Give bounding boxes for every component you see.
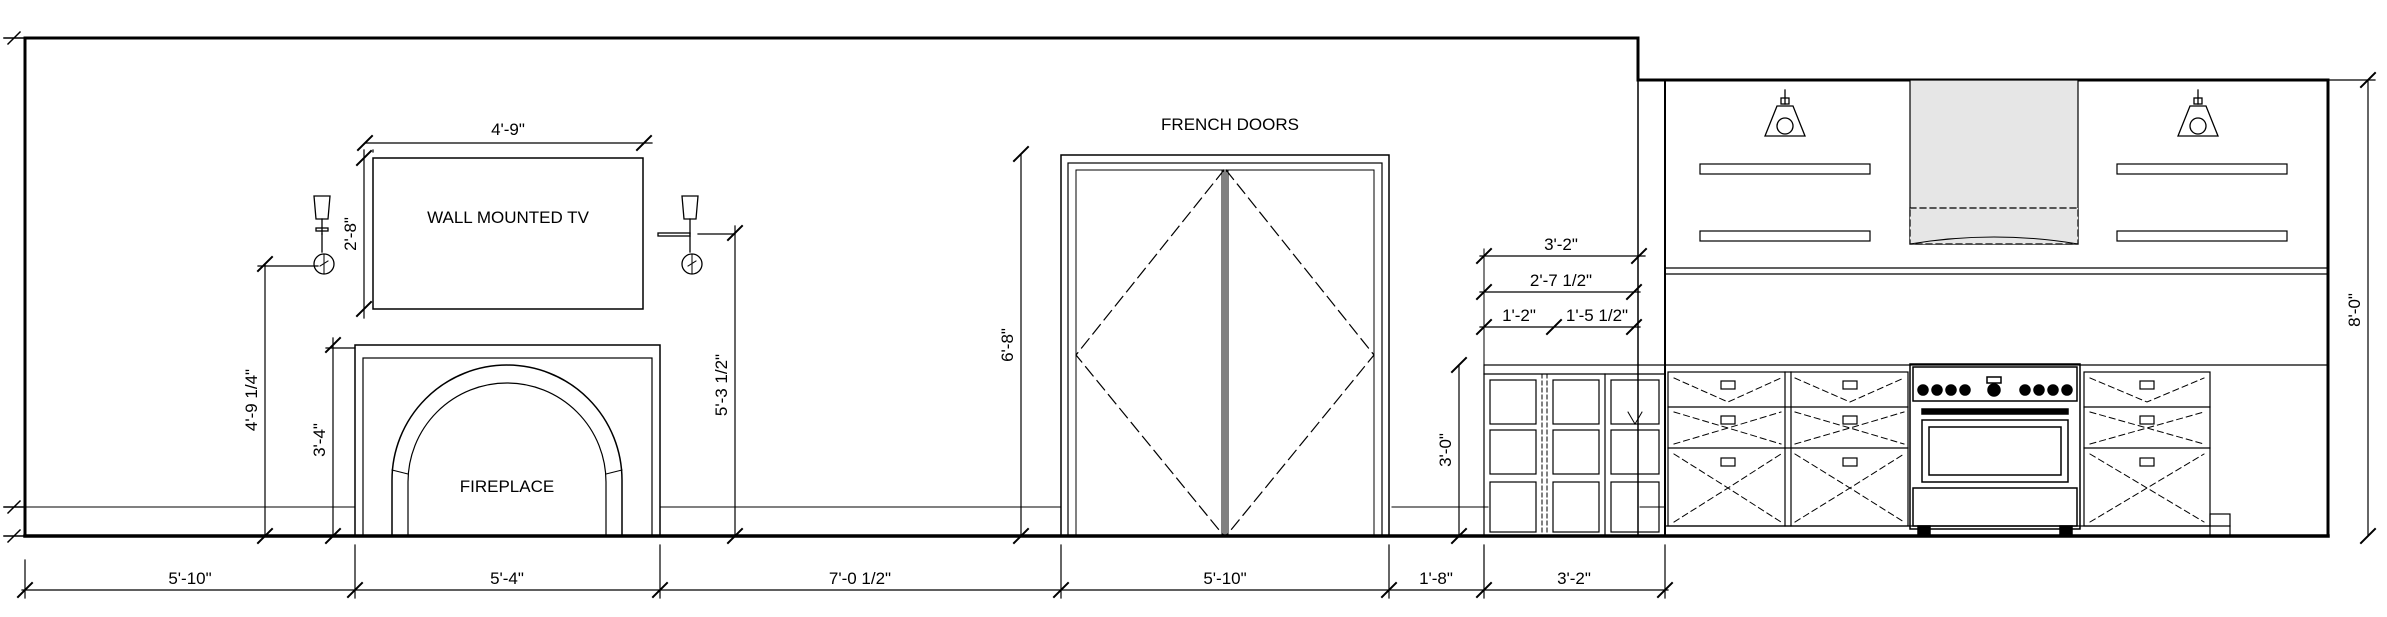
bottom-dim-3: 7'-0 1/2": [829, 569, 891, 588]
backsplash-lines: [1664, 267, 2327, 366]
door-height-text: 6'-8": [998, 328, 1017, 362]
cabinet-depth-c-text: 1'-5 1/2": [1566, 306, 1628, 325]
base-cabinets: [1664, 371, 2231, 537]
tv-width-dimension: 4'-9": [356, 120, 653, 153]
open-shelves: [1699, 163, 2288, 242]
range-oven: [1909, 363, 2081, 537]
bar-cabinet: [1483, 364, 1666, 537]
french-doors: FRENCH DOORS: [1060, 115, 1390, 537]
fireplace-height-dimension: 3'-4": [310, 336, 356, 545]
bottom-dim-1: 5'-10": [168, 569, 211, 588]
counter-height-dimension: 3'-0": [1436, 356, 1468, 545]
sconce-right-height-dimension: 5'-3 1/2": [697, 224, 744, 545]
counter-height-text: 3'-0": [1436, 433, 1455, 467]
fireplace: FIREPLACE: [354, 344, 661, 537]
door-height-dimension: 6'-8": [998, 145, 1030, 545]
cabinet-depth-a-text: 2'-7 1/2": [1530, 271, 1592, 290]
sconce-right-height-text: 5'-3 1/2": [712, 354, 731, 416]
range-hood: [1909, 79, 2079, 245]
bottom-dim-6: 3'-2": [1557, 569, 1591, 588]
sconce-left-height-dimension: 4'-9 1/4": [242, 255, 319, 545]
fireplace-height-text: 3'-4": [310, 423, 329, 457]
pendant-light-left-icon: [1764, 89, 1806, 137]
tv-label: WALL MOUNTED TV: [427, 208, 589, 227]
fireplace-label: FIREPLACE: [460, 477, 554, 496]
wall-height-dimension: 8'-0": [2329, 71, 2377, 545]
cabinet-depth-b-text: 1'-2": [1502, 306, 1536, 325]
bottom-dimension-string: 5'-10" 5'-4" 7'-0 1/2" 5'-10" 1'-8" 3'-2…: [16, 544, 1674, 599]
left-edge-ticks: [3, 30, 26, 544]
bottom-dim-5: 1'-8": [1419, 569, 1453, 588]
sconce-right-icon: [657, 195, 703, 275]
cabinet-depth-dimensions: 3'-2" 2'-7 1/2" 1'-2" 1'-5 1/2": [1475, 235, 1648, 366]
sconce-left-icon: [313, 195, 335, 275]
bottom-dim-4: 5'-10": [1203, 569, 1246, 588]
cabinet-depth-total-text: 3'-2": [1544, 235, 1578, 254]
french-doors-label: FRENCH DOORS: [1161, 115, 1299, 134]
pendant-light-right-icon: [2177, 89, 2219, 137]
wall-mounted-tv: WALL MOUNTED TV: [372, 157, 644, 310]
tv-height-dimension: 2'-8": [341, 149, 373, 319]
tv-height-text: 2'-8": [341, 217, 360, 251]
wall-height-text: 8'-0": [2345, 293, 2364, 327]
bottom-dim-2: 5'-4": [490, 569, 524, 588]
sconce-left-height-text: 4'-9 1/4": [242, 369, 261, 431]
tv-width-text: 4'-9": [491, 120, 525, 139]
